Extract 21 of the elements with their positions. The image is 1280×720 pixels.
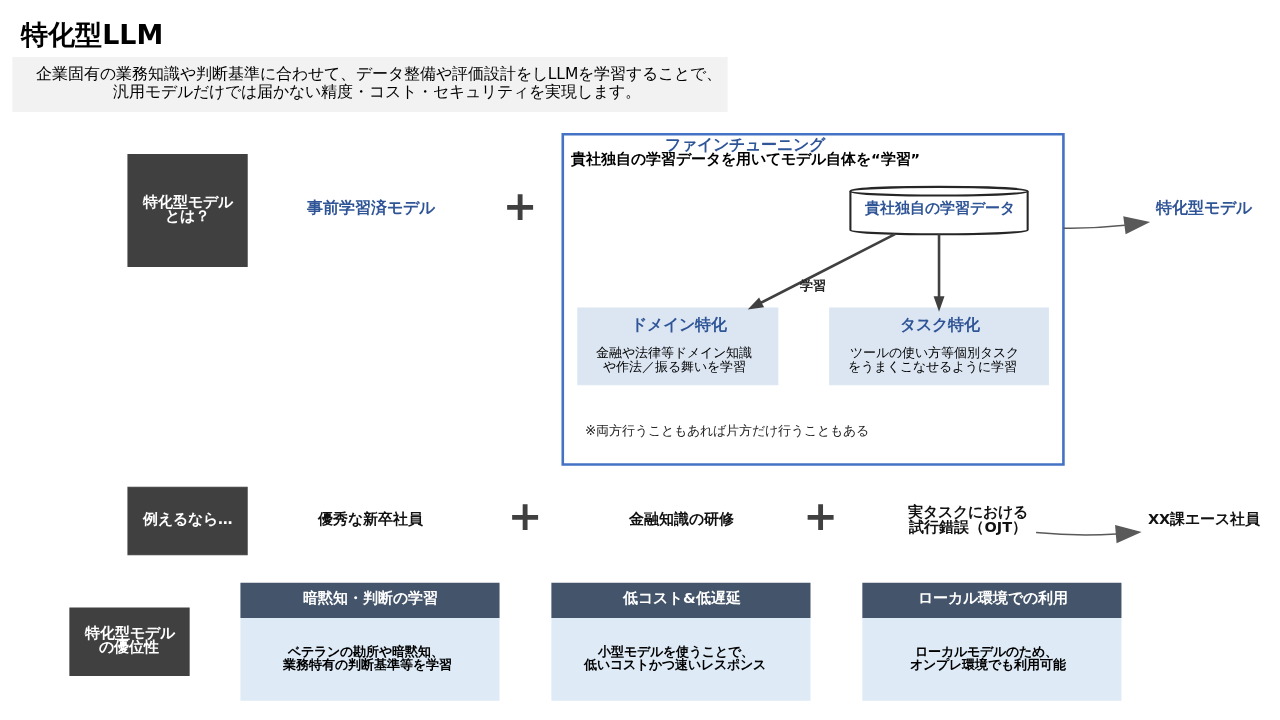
node-box: 例えるなら…: [127, 486, 248, 556]
diagram-title: 特化型LLM: [21, 18, 164, 50]
node-text: 優秀な新卒社員: [318, 510, 424, 527]
label: +: [803, 492, 838, 541]
node-text: 事前学習済モデル: [307, 199, 436, 218]
node-box: 特化型モデルの優位性: [69, 607, 190, 676]
node-box: ドメイン特化 金融や法律等ドメイン知識や作法／振る舞いを学習: [577, 307, 779, 386]
label: +: [502, 181, 538, 230]
arrow: [1035, 525, 1142, 544]
node-text: 金融知識の研修: [629, 510, 735, 527]
label: +: [507, 492, 543, 541]
label: ※両方行うこともあれば片方だけ行うこともある: [585, 421, 870, 438]
node-text: 特化型モデル: [1156, 199, 1253, 218]
arrow: [747, 233, 896, 310]
node-box: 特化型モデルとは？: [127, 154, 248, 268]
node-text: 実タスクにおける試行錯誤（OJT）: [908, 504, 1029, 535]
node-box: タスク特化 ツールの使い方等個別タスクをうまくこなせるように学習: [829, 307, 1049, 386]
arrow: [1062, 216, 1151, 235]
node-text: XX課エース社員: [1147, 510, 1261, 527]
edge-label: 学習: [800, 276, 827, 293]
arrow: [933, 234, 945, 312]
